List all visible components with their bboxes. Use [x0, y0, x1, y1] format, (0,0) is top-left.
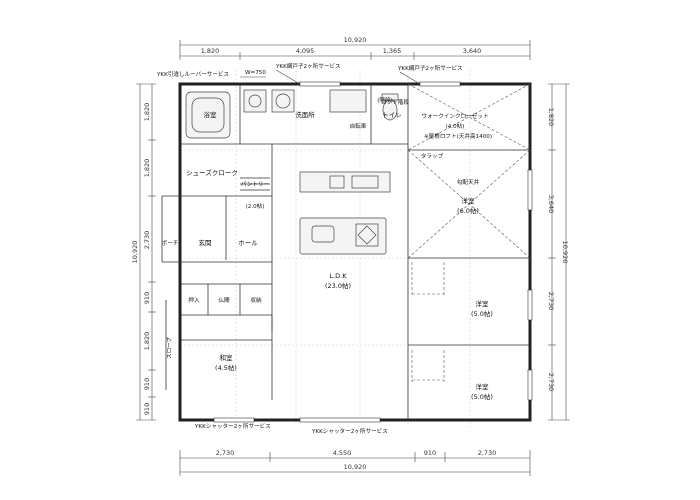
- note-window-bottom-left: YKKシャッター2ヶ所サービス: [194, 422, 271, 430]
- room-youshitsu-1: 洋室: [462, 196, 476, 205]
- bottom-dim-4: 2,730: [478, 449, 497, 457]
- note-window-top-mid: YKK網戸子2ヶ所サービス: [275, 62, 341, 70]
- porch-outline: [161, 195, 180, 390]
- bottom-dim-2: 4,550: [333, 449, 352, 457]
- bottom-total-dim: 10,920: [344, 463, 367, 471]
- right-dim-4: 2,730: [547, 373, 555, 392]
- room-pantry-note: (2.0帖): [246, 202, 265, 210]
- room-bicycle: 自転車: [350, 122, 367, 130]
- left-total-dim: 10,920: [131, 241, 139, 264]
- right-dim-3: 2,730: [547, 292, 555, 311]
- room-ldk: L.D.K: [329, 272, 347, 280]
- room-bicycle-note: (階段): [377, 96, 393, 104]
- pantry-stairs-icon: [240, 177, 270, 191]
- windows: [213, 81, 533, 423]
- room-pantry: パントリー: [241, 181, 270, 188]
- room-youshitsu-3: 洋室: [476, 382, 490, 391]
- room-butsuma: 仏間: [218, 297, 230, 304]
- top-dim-2: 4,095: [296, 47, 315, 55]
- room-loft-ladder: タラップ: [421, 152, 444, 160]
- right-dimensions: 1,820 3,640 2,730 2,730 10,920: [547, 83, 570, 421]
- right-total-dim: 10,920: [561, 241, 569, 264]
- left-dim-1: 1,820: [143, 103, 151, 122]
- right-dim-1: 1,820: [547, 108, 555, 127]
- room-walk-in-size: (4.0帖): [446, 122, 465, 130]
- note-window-top-right: YKK網戸子2ヶ所サービス: [397, 64, 463, 72]
- bottom-dimensions: 2,730 4,550 910 2,730 10,920: [179, 449, 531, 476]
- room-youshitsu-3-size: (5.0帖): [471, 392, 493, 401]
- room-oshiire: 押入: [188, 296, 200, 304]
- note-w750: W=750: [245, 70, 266, 76]
- room-ldk-size: (23.0帖): [325, 281, 351, 290]
- room-youshitsu-1-size: (6.0帖): [457, 206, 479, 215]
- room-entrance: 玄関: [199, 238, 212, 247]
- note-window-bottom-mid: YKKシャッター2ヶ所サービス: [311, 427, 388, 435]
- top-dim-1: 1,820: [201, 47, 220, 55]
- left-dim-6: 910: [143, 378, 151, 390]
- left-dim-7: 910: [143, 403, 151, 415]
- left-dimensions: 1,820 1,820 2,730 910 1,820 910 910 10,9…: [131, 83, 156, 421]
- left-dim-5: 1,820: [143, 332, 151, 351]
- room-slope: スロープ: [166, 337, 173, 359]
- top-dim-4: 3,640: [463, 47, 482, 55]
- room-storage: 収納: [250, 296, 262, 304]
- room-shoes-closet: シューズクローク: [186, 168, 238, 177]
- top-total-dim: 10,920: [344, 36, 367, 44]
- room-kouhai-tenjou: 勾配天井: [457, 178, 480, 186]
- room-washitsu-size: (4.5帖): [215, 363, 237, 372]
- room-labels: 浴室 洗面所 トイレ 自転車 (階段) シューズクローク パントリー (2.0帖…: [162, 96, 493, 401]
- room-toilet: トイレ: [382, 111, 402, 119]
- room-youshitsu-2-size: (5.0帖): [471, 309, 493, 318]
- exterior-walls: [178, 82, 532, 422]
- sink-icon: [311, 225, 335, 243]
- closet-marks: [411, 262, 445, 382]
- room-washitsu: 和室: [220, 353, 234, 362]
- room-hall: ホール: [238, 239, 258, 247]
- top-dimensions: 10,920 1,820 4,095 1,365 3,640: [179, 36, 531, 60]
- right-dim-2: 3,640: [547, 195, 555, 214]
- bottom-dim-1: 2,730: [216, 449, 235, 457]
- left-dim-3: 2,730: [143, 231, 151, 250]
- room-washroom: 洗面所: [295, 110, 315, 119]
- fixtures: [185, 89, 445, 382]
- room-youshitsu-2: 洋室: [476, 299, 490, 308]
- room-walk-in: ウォークインクローゼット: [421, 112, 488, 120]
- top-dim-3: 1,365: [383, 47, 402, 55]
- vanity-icon: [329, 89, 367, 113]
- vaulted-ceiling-lines: [407, 83, 531, 259]
- room-loft: ※屋根ロフト(天井高1400): [424, 132, 492, 140]
- note-window-top-left: YKK引違しルーバーサービス: [156, 70, 230, 78]
- room-stairs-label: ロフト階段: [381, 98, 409, 106]
- bottom-dim-3: 910: [424, 449, 436, 457]
- left-dim-2: 1,820: [143, 159, 151, 178]
- room-bath: 浴室: [204, 110, 218, 119]
- window-notes: YKK引違しルーバーサービス W=750 YKK網戸子2ヶ所サービス YKK網戸…: [156, 62, 463, 435]
- left-dim-4: 910: [143, 292, 151, 304]
- room-porch: ポーチ: [162, 239, 179, 247]
